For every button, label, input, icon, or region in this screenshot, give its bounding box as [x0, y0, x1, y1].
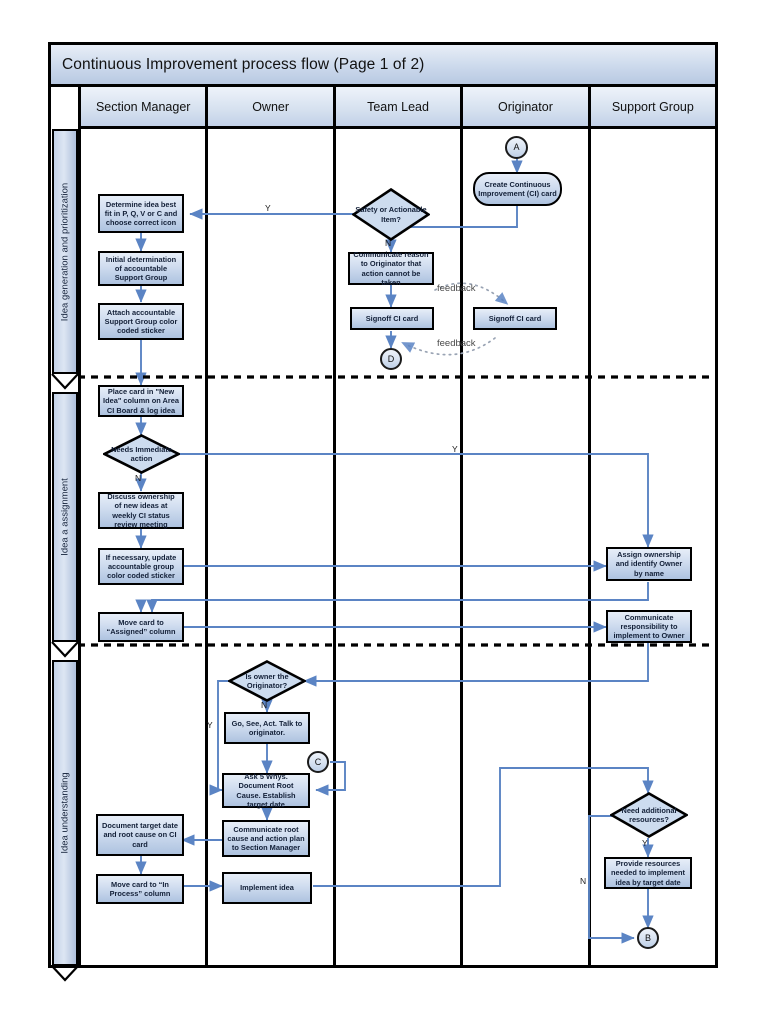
edge-label-resources-yes: Y — [642, 838, 648, 848]
feedback-label-bottom: feedback — [437, 338, 476, 349]
edge-label-safety-yes: Y — [265, 203, 271, 213]
lane-header-team-lead: Team Lead — [335, 87, 464, 126]
connector-b[interactable]: B — [637, 927, 659, 949]
node-update-sticker[interactable]: If necessary, update accountable group c… — [98, 548, 184, 585]
lane-header-label: Owner — [252, 99, 290, 114]
decision-needs-immediate-action[interactable]: Needs Immediate action — [103, 434, 180, 474]
edge-label-needs-action-yes: Y — [452, 444, 458, 454]
page-title: Continuous Improvement process flow (Pag… — [62, 55, 425, 73]
lane-header-label: Support Group — [611, 99, 694, 114]
phase-band-idea-understanding: Idea understanding — [52, 660, 78, 966]
decision-label: Safety or Actionable Item? — [355, 205, 427, 224]
node-create-ci-card[interactable]: Create Continuous Improvement (CI) card — [473, 172, 562, 206]
node-ask-5-whys[interactable]: Ask 5 Whys. Document Root Cause. Establi… — [222, 772, 310, 809]
connector-c[interactable]: C — [307, 751, 329, 773]
node-signoff-ci-card-team-lead[interactable]: Signoff CI card — [350, 307, 434, 330]
lane-body-row — [81, 129, 715, 965]
lane-header-support-group: Support Group — [590, 87, 716, 126]
node-determine-idea-fit[interactable]: Determine idea best fit in P, Q, V or C … — [98, 194, 184, 233]
lane-header-row: Section Manager Owner Team Lead Originat… — [81, 87, 716, 129]
node-provide-resources[interactable]: Provide resources needed to implement id… — [604, 857, 692, 889]
node-place-card-new-idea[interactable]: Place card in "New Idea" column on Area … — [98, 385, 184, 417]
phase-label: Idea understanding — [59, 772, 71, 854]
edge-label-owner-originator-yes: Y — [207, 720, 213, 730]
decision-is-owner-originator[interactable]: Is owner the Originator? — [228, 660, 306, 702]
node-discuss-ownership[interactable]: Discuss ownership of new ideas at weekly… — [98, 492, 184, 529]
diagram-title-bar: Continuous Improvement process flow (Pag… — [51, 45, 715, 87]
connector-d[interactable]: D — [380, 348, 402, 370]
lane-header-label: Section Manager — [95, 99, 191, 114]
node-move-card-in-process[interactable]: Move card to “In Process” column — [96, 874, 184, 904]
phase-column — [51, 87, 81, 965]
decision-need-additional-resources[interactable]: Need additional resources? — [610, 792, 688, 838]
edge-label-safety-no: N — [385, 238, 392, 248]
node-go-see-act[interactable]: Go, See, Act. Talk to originator. — [224, 712, 310, 744]
decision-label: Is owner the Originator? — [245, 671, 289, 690]
node-signoff-ci-card-originator[interactable]: Signoff CI card — [473, 307, 557, 330]
connector-a[interactable]: A — [505, 136, 528, 159]
phase-label: Idea a assignment — [59, 478, 71, 556]
lane-header-originator: Originator — [463, 87, 591, 126]
phase-band-idea-generation: Idea generation and prioritization — [52, 129, 78, 374]
node-assign-ownership[interactable]: Assign ownership and identify Owner by n… — [606, 547, 692, 581]
node-communicate-reason[interactable]: Communicate reason to Originator that ac… — [348, 250, 434, 287]
node-initial-determination[interactable]: Initial determination of accountable Sup… — [98, 251, 184, 286]
feedback-label-top: feedback — [437, 283, 476, 294]
lane-owner — [208, 129, 336, 965]
decision-label: Need additional resources? — [621, 805, 677, 824]
node-move-card-assigned[interactable]: Move card to “Assigned” column — [98, 612, 184, 642]
decision-label: Needs Immediate action — [111, 444, 172, 463]
edge-label-owner-originator-no: N — [261, 700, 268, 710]
lane-header-owner: Owner — [208, 87, 336, 126]
phase-band-idea-assignment: Idea a assignment — [52, 392, 78, 642]
node-implement-idea[interactable]: Implement idea — [222, 872, 312, 904]
lane-team-lead — [336, 129, 464, 965]
node-communicate-root-cause[interactable]: Communicate root cause and action plan t… — [222, 820, 310, 857]
lane-header-label: Team Lead — [367, 99, 429, 114]
node-document-target-date[interactable]: Document target date and root cause on C… — [96, 814, 184, 856]
lane-originator — [463, 129, 591, 965]
lane-section-manager — [81, 129, 209, 965]
phase-label: Idea generation and prioritization — [59, 182, 71, 321]
lane-header-section-manager: Section Manager — [81, 87, 209, 126]
edge-label-resources-no: N — [580, 876, 587, 886]
node-attach-sticker[interactable]: Attach accountable Support Group color c… — [98, 303, 184, 340]
edge-label-needs-action-no: N — [135, 473, 142, 483]
node-communicate-responsibility[interactable]: Communicate responsibility to implement … — [606, 610, 692, 643]
lane-header-label: Originator — [497, 99, 553, 114]
decision-safety-or-actionable[interactable]: Safety or Actionable Item? — [352, 188, 430, 241]
